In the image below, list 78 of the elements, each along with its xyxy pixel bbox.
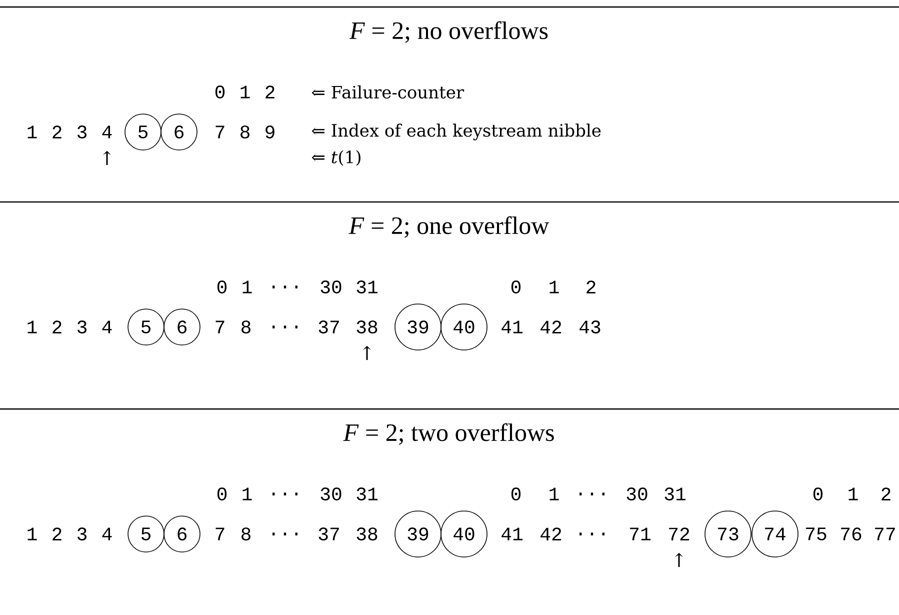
index-number: 31: [356, 280, 378, 294]
circled-number: 6: [164, 516, 200, 552]
circled-number: 74: [752, 510, 798, 558]
annotation: ⇐ t(1): [312, 150, 360, 166]
index-number: 8: [242, 528, 250, 540]
index-number: ...: [580, 492, 604, 496]
index-number: 1: [550, 488, 559, 500]
index-number: 3: [78, 528, 86, 540]
circled-number: 6: [164, 308, 200, 346]
index-number: 2: [52, 126, 62, 138]
circled-number: 6: [160, 114, 198, 150]
index-number: 1: [242, 280, 252, 294]
panel-title: F = 2; one overflow: [348, 216, 550, 238]
index-number: 0: [813, 488, 823, 500]
index-number: 31: [664, 488, 686, 500]
index-number: 0: [217, 488, 227, 500]
index-number: 1: [28, 126, 37, 138]
index-number: 31: [356, 488, 378, 500]
index-number: 4: [102, 528, 112, 540]
index-number: 30: [320, 280, 342, 294]
index-number: 1: [28, 320, 37, 334]
index-number: ...: [580, 532, 604, 536]
index-number: 3: [78, 320, 86, 334]
circled-number: 39: [394, 510, 442, 558]
index-number: 30: [320, 488, 342, 500]
index-number: 37: [318, 320, 339, 334]
index-number: 75: [806, 528, 826, 540]
index-number: 0: [217, 280, 227, 294]
index-number: 71: [630, 528, 650, 540]
index-number: 2: [266, 86, 274, 98]
circled-number: 5: [128, 516, 164, 552]
annotation: ⇐ Index of each keystream nibble: [312, 124, 601, 140]
index-number: 2: [52, 320, 62, 334]
annotation: ⇐ Failure-counter: [312, 85, 464, 99]
circled-number: 5: [128, 308, 164, 346]
index-number: 38: [356, 320, 378, 334]
index-number: ...: [272, 532, 298, 536]
index-number: 77: [875, 528, 895, 540]
index-number: 42: [540, 528, 562, 540]
index-number: 0: [215, 86, 225, 98]
pointer-arrow: ↑: [363, 346, 371, 360]
index-number: 37: [318, 528, 339, 540]
circled-number: 40: [440, 510, 488, 558]
index-number: 0: [511, 280, 521, 294]
index-number: 42: [540, 320, 562, 334]
panel-title: F = 2; two overflows: [343, 423, 554, 445]
index-number: 4: [102, 320, 112, 334]
index-number: 7: [216, 126, 224, 138]
index-number: 30: [626, 488, 648, 500]
index-number: 2: [52, 528, 62, 540]
index-number: ...: [272, 286, 298, 288]
index-number: 3: [78, 126, 86, 138]
index-number: 7: [216, 528, 224, 540]
index-number: 2: [586, 280, 596, 294]
circled-number: 39: [394, 304, 442, 350]
circled-number: 73: [704, 510, 752, 558]
index-number: 9: [266, 126, 274, 138]
index-number: 8: [242, 320, 250, 334]
index-number: 1: [28, 528, 37, 540]
pointer-arrow: ↑: [103, 150, 111, 166]
index-number: 1: [242, 488, 252, 500]
pointer-arrow: ↑: [675, 552, 683, 568]
index-number: ...: [272, 492, 298, 496]
index-number: 8: [240, 126, 250, 138]
circled-number: 40: [440, 304, 488, 350]
panel-title: F = 2; no overflows: [349, 21, 548, 43]
index-number: 43: [580, 320, 600, 334]
index-number: 76: [841, 528, 862, 540]
index-number: 2: [882, 488, 890, 500]
index-number: 4: [102, 126, 112, 138]
index-number: 1: [240, 86, 250, 98]
index-number: 1: [848, 488, 858, 500]
index-number: 38: [356, 528, 378, 540]
index-number: 7: [216, 320, 224, 334]
index-number: 1: [550, 280, 559, 294]
index-number: 0: [511, 488, 521, 500]
circled-number: 5: [124, 114, 162, 150]
index-number: ...: [272, 326, 298, 328]
